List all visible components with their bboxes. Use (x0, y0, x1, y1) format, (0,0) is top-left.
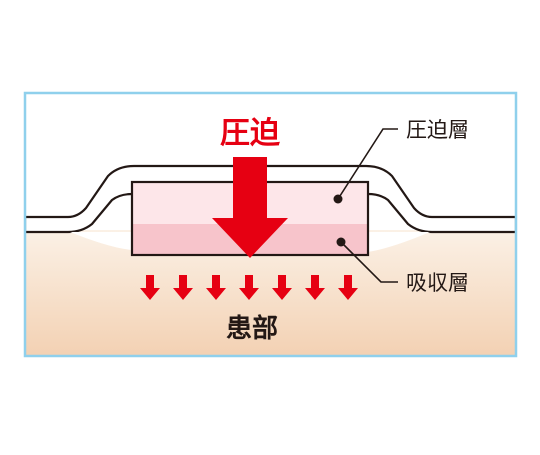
small-arrow (206, 275, 226, 300)
absorption-layer-label: 吸収層 (406, 271, 469, 295)
bandage-wedge-right (368, 232, 430, 252)
diagram-frame (23, 91, 518, 358)
pressure-arrow (212, 157, 288, 258)
compression-layer-label: 圧迫層 (406, 118, 469, 142)
pressure-label: 圧迫 (220, 116, 281, 151)
bandage-wedge-left (70, 232, 132, 250)
small-arrow (305, 275, 325, 300)
leader-compression (333, 128, 398, 204)
leader-absorption (336, 237, 398, 283)
small-arrow (272, 275, 292, 300)
small-arrow (140, 275, 160, 300)
affected-area-label: 患部 (226, 314, 278, 344)
small-arrow (173, 275, 193, 300)
leader-line (337, 128, 398, 200)
leader-line (340, 241, 398, 283)
small-arrow (239, 275, 259, 300)
downward-arrows (140, 275, 358, 300)
small-arrow (338, 275, 358, 300)
